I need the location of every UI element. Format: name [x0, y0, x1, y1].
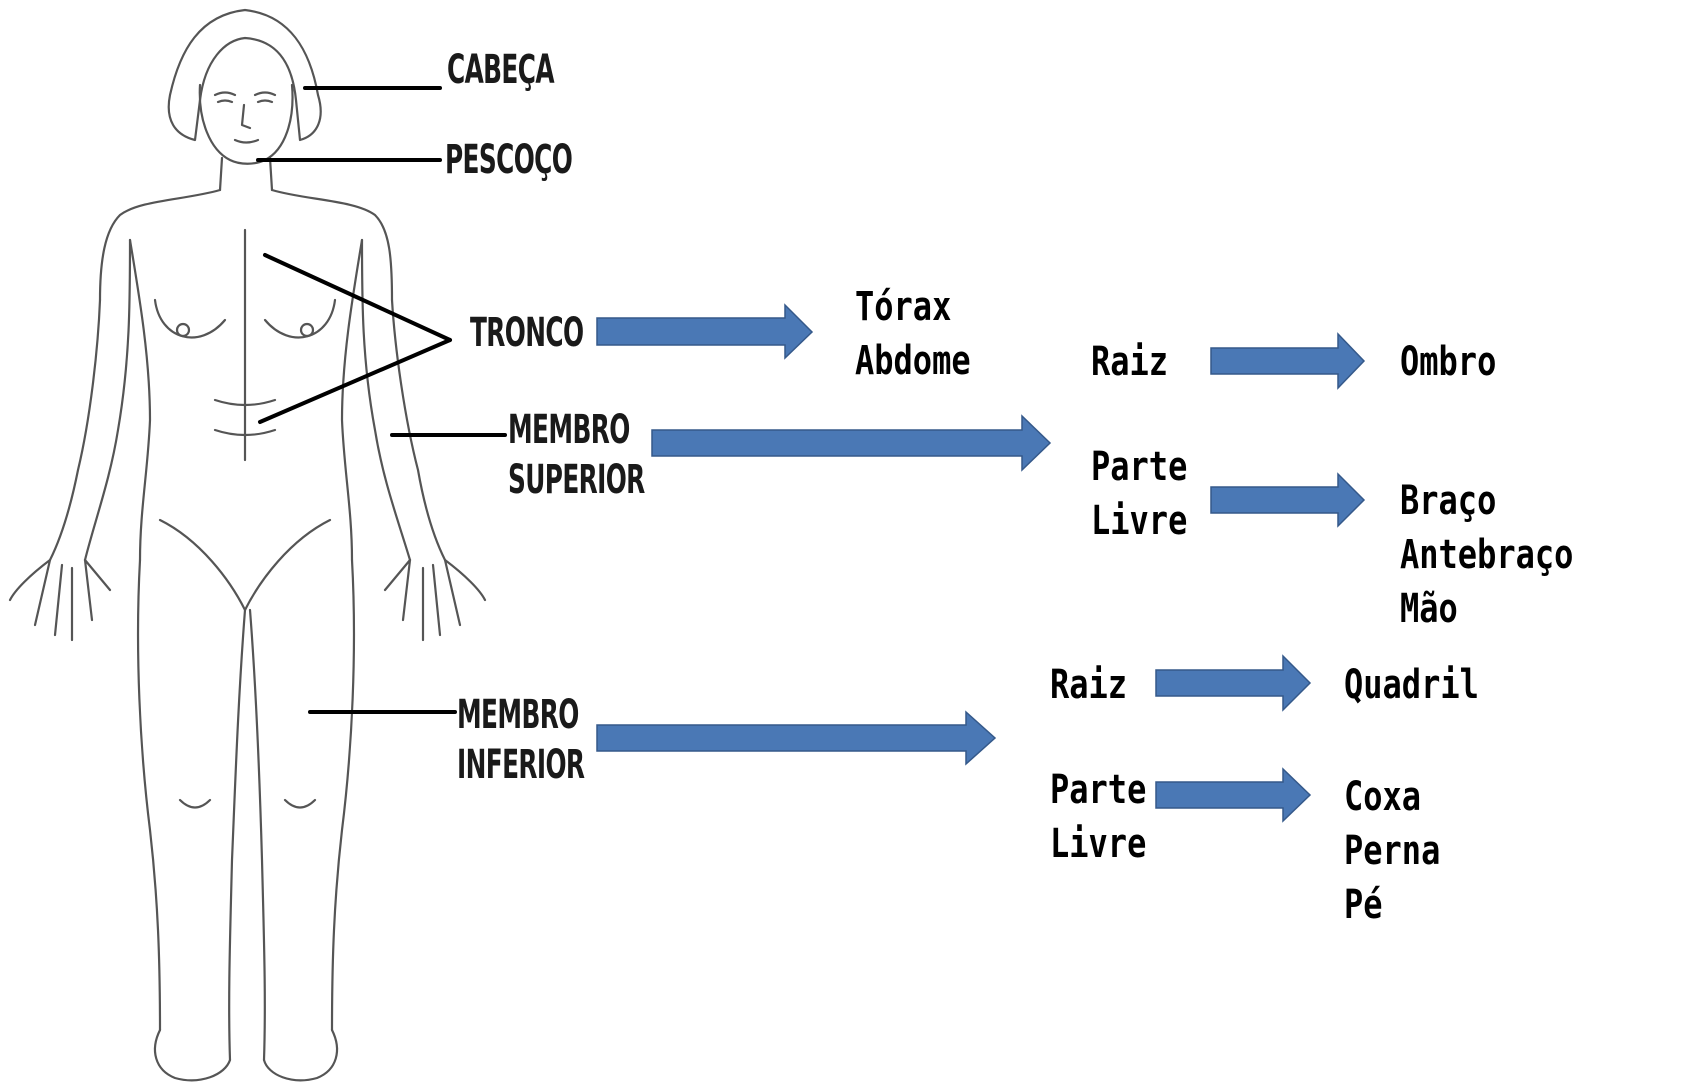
- upper-limb-part-braco: Braço: [1400, 474, 1573, 528]
- trunk-part-abdome: Abdome: [855, 334, 971, 388]
- lower-limb-root: Raiz: [1050, 656, 1127, 714]
- arrow-lower-root: [1156, 656, 1310, 710]
- trunk-leader-line-lower: [260, 340, 450, 422]
- label-neck: PESCOÇO: [445, 140, 572, 180]
- trunk-part-torax: Tórax: [855, 280, 971, 334]
- lower-limb-free-part: Parte Livre: [1050, 763, 1146, 871]
- lower-limb-part-coxa: Coxa: [1344, 770, 1440, 824]
- label-upper-limb-line1: MEMBRO: [508, 405, 645, 455]
- trunk-parts: Tórax Abdome: [855, 280, 971, 388]
- label-upper-limb: MEMBRO SUPERIOR: [508, 405, 645, 505]
- upper-limb-part-antebraco: Antebraço: [1400, 528, 1573, 582]
- lower-limb-free-part-line1: Parte: [1050, 763, 1146, 817]
- label-lower-limb-line2: INFERIOR: [457, 740, 584, 790]
- upper-limb-free-part-line2: Livre: [1091, 494, 1187, 548]
- lower-limb-part-pe: Pé: [1344, 878, 1440, 932]
- arrow-trunk: [597, 305, 812, 358]
- label-trunk: TRONCO: [470, 313, 583, 353]
- lower-limb-free-part-line2: Livre: [1050, 817, 1146, 871]
- label-lower-limb: MEMBRO INFERIOR: [457, 690, 584, 790]
- upper-limb-free-part-line1: Parte: [1091, 440, 1187, 494]
- lower-limb-root-part: Quadril: [1344, 656, 1479, 714]
- arrow-upper-free: [1211, 474, 1364, 526]
- upper-limb-free-part: Parte Livre: [1091, 440, 1187, 548]
- lower-limb-part-perna: Perna: [1344, 824, 1440, 878]
- arrow-lower-free: [1156, 769, 1310, 821]
- label-lower-limb-line1: MEMBRO: [457, 690, 584, 740]
- upper-limb-free-parts: Braço Antebraço Mão: [1400, 474, 1573, 636]
- upper-limb-root-part: Ombro: [1400, 333, 1496, 391]
- arrow-upper-root: [1211, 334, 1364, 388]
- label-head: CABEÇA: [447, 50, 554, 90]
- human-body-outline-icon: [10, 10, 485, 1080]
- block-arrows: [597, 305, 1364, 821]
- upper-limb-root: Raiz: [1091, 333, 1168, 391]
- lower-limb-free-parts: Coxa Perna Pé: [1344, 770, 1440, 932]
- arrow-upper-limb: [652, 416, 1050, 470]
- upper-limb-part-mao: Mão: [1400, 582, 1573, 636]
- label-upper-limb-line2: SUPERIOR: [508, 455, 645, 505]
- arrow-lower-limb: [597, 712, 995, 764]
